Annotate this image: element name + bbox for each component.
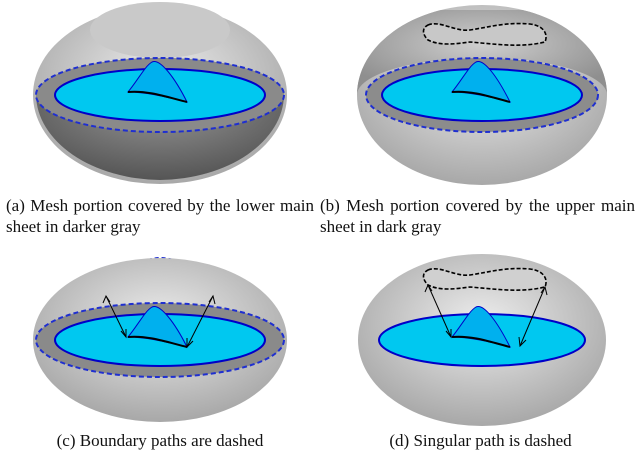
singular-path-dashed [422, 267, 547, 291]
panel-c-diagram [33, 256, 287, 422]
singular-path [451, 335, 511, 348]
singular-path-dashed [422, 22, 547, 46]
caption-b: (b) Mesh portion covered by the upper ma… [320, 196, 635, 236]
singular-path [451, 90, 511, 103]
boundary-ellipse-dashed [365, 57, 599, 133]
singular-path [127, 90, 188, 103]
correspondence-arrows [102, 294, 216, 349]
caption-d: (d) Singular path is dashed [389, 431, 572, 450]
caption-a: (a) Mesh portion covered by the lower ma… [6, 196, 314, 236]
panel-a-diagram [33, 2, 287, 184]
caption-c: (c) Boundary paths are dashed [56, 431, 264, 450]
upper-sheet-region [357, 10, 607, 95]
boundary-ellipse-dashed [35, 302, 285, 378]
mesh-top-bump [90, 2, 230, 58]
panel-d-diagram [358, 254, 606, 426]
correspondence-arrows [424, 283, 548, 348]
singular-path [127, 335, 188, 348]
panel-b-diagram [357, 5, 607, 185]
boundary-ellipse-dashed [35, 57, 285, 133]
